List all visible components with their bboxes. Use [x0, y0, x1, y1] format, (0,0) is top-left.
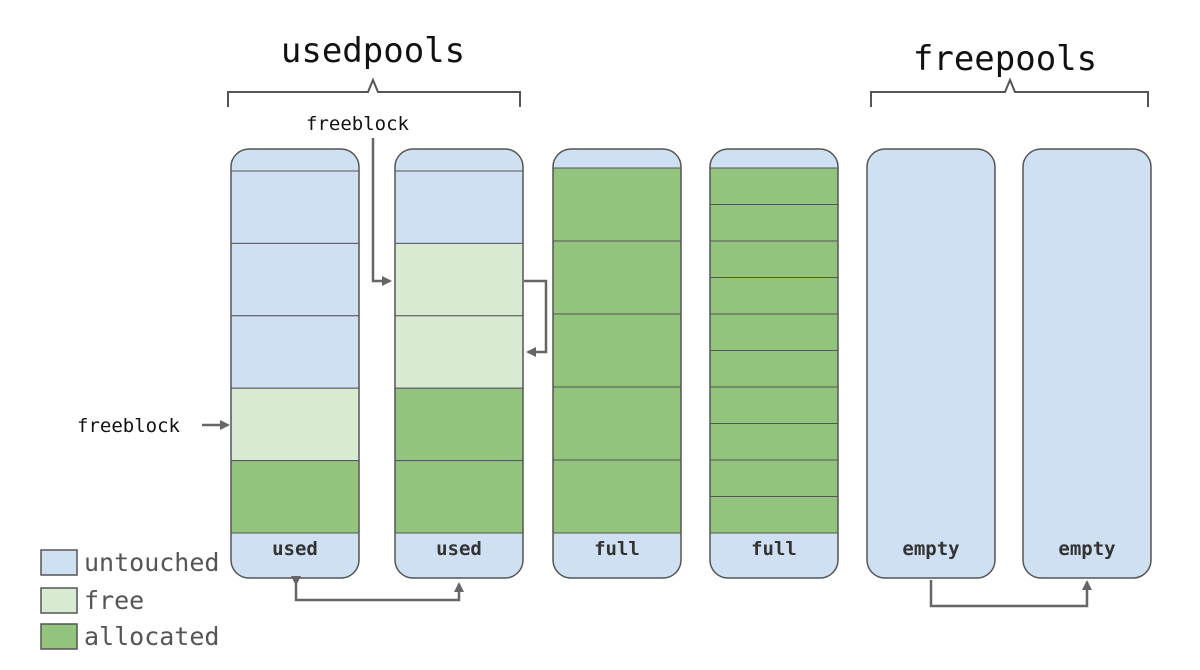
block-allocated: [710, 350, 838, 388]
freeblock-arrow-top: [371, 138, 392, 286]
pool-status-label: used: [272, 538, 318, 560]
pool-outline: [709, 148, 839, 579]
block-allocated: [710, 496, 838, 534]
pool-outline: [552, 148, 682, 579]
pool: full: [552, 148, 682, 579]
legend-label-free: free: [84, 586, 144, 615]
usedpools-link-arrow: [291, 576, 464, 602]
freeblock-label-top: freeblock: [306, 113, 410, 135]
block-allocated: [553, 240, 681, 315]
legend-label-untouched: untouched: [84, 548, 219, 577]
block-allocated: [553, 386, 681, 461]
block-allocated: [710, 459, 838, 497]
legend-label-allocated: allocated: [84, 622, 219, 651]
usedpools-brace: [227, 77, 521, 107]
pool: empty: [1022, 148, 1152, 579]
block-allocated: [710, 167, 838, 205]
legend-swatch-free: [40, 587, 78, 614]
freepools-brace: [870, 77, 1149, 107]
usedpools-title: usedpools: [281, 31, 465, 71]
block-allocated: [395, 387, 523, 462]
block-untouched: [231, 315, 359, 389]
block-allocated: [710, 277, 838, 315]
pool: full: [709, 148, 839, 579]
block-untouched: [395, 170, 523, 244]
block-allocated: [710, 240, 838, 278]
pool-body: [1023, 149, 1151, 578]
pool-status-label: empty: [902, 538, 959, 560]
legend-swatch-untouched: [40, 549, 78, 576]
legend-swatch-allocated: [40, 623, 78, 650]
block-allocated: [553, 313, 681, 388]
legend: untouched free allocated: [40, 548, 219, 651]
block-allocated: [395, 460, 523, 534]
block-untouched: [231, 242, 359, 317]
block-allocated: [231, 460, 359, 534]
block-free: [395, 242, 523, 317]
pool-status-label: full: [751, 538, 797, 560]
free-list-link-arrow: [524, 279, 548, 357]
block-allocated: [710, 423, 838, 461]
block-free: [231, 387, 359, 462]
pool: empty: [866, 148, 996, 579]
pool: used: [230, 148, 360, 579]
pool-body: [867, 149, 995, 578]
pool-outline: [866, 148, 996, 579]
block-allocated: [710, 386, 838, 424]
block-untouched: [231, 170, 359, 244]
block-free: [395, 315, 523, 389]
pool: used: [394, 148, 524, 579]
pool-status-label: full: [594, 538, 640, 560]
block-allocated: [553, 167, 681, 242]
freepools-title: freepools: [913, 39, 1097, 79]
pool-status-label: used: [436, 538, 482, 560]
freepools-link-arrow: [929, 580, 1092, 608]
block-allocated: [710, 313, 838, 351]
block-allocated: [553, 459, 681, 534]
block-allocated: [710, 204, 838, 242]
pool-status-label: empty: [1058, 538, 1115, 560]
freeblock-label-left: freeblock: [77, 415, 181, 437]
pools: used used full full empty empty: [230, 148, 1152, 579]
pool-outline: [1022, 148, 1152, 579]
